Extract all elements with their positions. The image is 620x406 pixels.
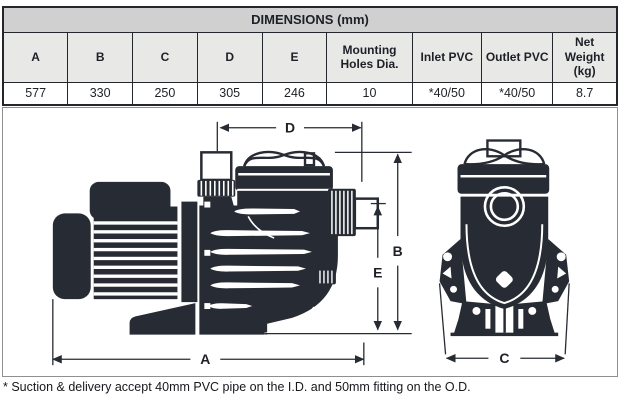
col-header-c: C bbox=[132, 31, 198, 83]
pump-body-front bbox=[460, 196, 549, 309]
casing-inner-line bbox=[465, 224, 544, 305]
pump-base bbox=[129, 303, 196, 335]
table-title: DIMENSIONS (mm) bbox=[2, 6, 618, 33]
inlet-port-front bbox=[483, 186, 526, 228]
dim-label-d: D bbox=[285, 120, 295, 136]
value-a: 577 bbox=[2, 81, 69, 106]
value-inlet-pvc: *40/50 bbox=[411, 81, 483, 106]
col-header-a: A bbox=[2, 31, 69, 83]
dimensions-table: DIMENSIONS (mm) A B C D E Mounting Holes… bbox=[2, 6, 618, 106]
col-header-outlet-pvc: Outlet PVC bbox=[481, 31, 554, 83]
value-d: 305 bbox=[196, 81, 263, 106]
pump-diagram-svg: D B E A C bbox=[52, 120, 570, 367]
volute-curve-line bbox=[264, 306, 315, 335]
motor-side bbox=[52, 181, 198, 303]
dimension-lines bbox=[52, 121, 570, 366]
strainer-pot-side bbox=[235, 150, 333, 285]
outlet-union bbox=[327, 188, 380, 237]
col-header-e: E bbox=[261, 31, 328, 83]
col-header-b: B bbox=[67, 31, 134, 83]
value-outlet-pvc: *40/50 bbox=[481, 81, 554, 106]
drain-port-front bbox=[495, 271, 513, 288]
value-mounting-holes: 10 bbox=[326, 81, 413, 106]
dim-label-c: C bbox=[499, 350, 509, 366]
lid-handle-front bbox=[463, 139, 546, 166]
strainer-lid-front bbox=[457, 164, 550, 194]
value-c: 250 bbox=[132, 81, 198, 106]
table-row: 577 330 250 305 246 10 *40/50 *40/50 8.7 bbox=[2, 81, 618, 106]
mounting-flanges bbox=[439, 239, 570, 305]
inlet-union bbox=[197, 151, 238, 225]
drain-plug bbox=[315, 269, 336, 285]
dim-label-b: B bbox=[393, 243, 403, 259]
dim-label-a: A bbox=[200, 351, 210, 367]
col-header-net-weight: Net Weight (kg) bbox=[552, 31, 618, 83]
footnote: * Suction & delivery accept 40mm PVC pip… bbox=[3, 380, 471, 394]
basket-handle-line bbox=[247, 216, 275, 239]
pump-feet-front bbox=[450, 301, 559, 337]
value-e: 246 bbox=[261, 81, 328, 106]
pump-front-view bbox=[439, 139, 570, 337]
value-net-weight: 8.7 bbox=[552, 81, 618, 106]
pump-side-view bbox=[52, 150, 380, 335]
col-header-inlet-pvc: Inlet PVC bbox=[411, 31, 483, 83]
lid-handle-side bbox=[243, 150, 326, 167]
pump-dimension-diagram: D B E A C bbox=[2, 107, 618, 377]
col-header-mounting-holes: Mounting Holes Dia. bbox=[326, 31, 413, 83]
dim-label-e: E bbox=[373, 265, 382, 281]
value-b: 330 bbox=[67, 81, 134, 106]
col-header-d: D bbox=[196, 31, 263, 83]
body-vent-slots bbox=[204, 201, 312, 309]
